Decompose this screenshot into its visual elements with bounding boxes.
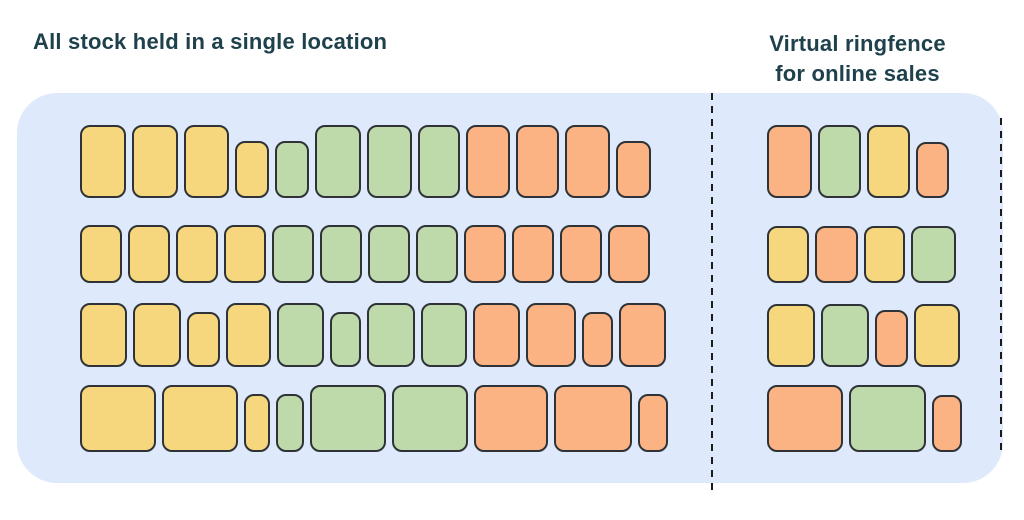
yellow-stock-block [162, 385, 238, 452]
green-stock-block [416, 225, 458, 283]
orange-stock-block [608, 225, 650, 283]
stock-row [80, 385, 712, 452]
green-stock-block [320, 225, 362, 283]
green-stock-block [277, 303, 324, 367]
yellow-stock-block [867, 125, 910, 198]
green-stock-block [315, 125, 361, 198]
green-stock-block [310, 385, 386, 452]
green-stock-block [849, 385, 926, 452]
orange-stock-block [916, 142, 949, 198]
stock-row [767, 225, 1003, 283]
yellow-stock-block [187, 312, 220, 367]
stock-container [17, 93, 1003, 483]
green-stock-block [330, 312, 361, 367]
orange-stock-block [815, 226, 858, 283]
yellow-stock-block [176, 225, 218, 283]
yellow-stock-block [128, 225, 170, 283]
yellow-stock-block [767, 226, 809, 283]
left-section-title: All stock held in a single location [33, 29, 388, 54]
orange-stock-block [473, 303, 520, 367]
stock-row [767, 303, 1003, 367]
green-stock-block [818, 125, 861, 198]
yellow-stock-block [864, 226, 905, 283]
right-section-title: Virtual ringfence for online sales [712, 29, 1003, 89]
green-stock-block [367, 303, 415, 367]
orange-stock-block [464, 225, 506, 283]
yellow-stock-block [80, 303, 127, 367]
green-stock-block [367, 125, 412, 198]
yellow-stock-block [80, 125, 126, 198]
orange-stock-block [516, 125, 559, 198]
orange-stock-block [554, 385, 632, 452]
stock-row [767, 125, 1003, 198]
yellow-stock-block [224, 225, 266, 283]
green-stock-block [368, 225, 410, 283]
orange-stock-block [466, 125, 510, 198]
orange-stock-block [767, 125, 812, 198]
section-main [17, 93, 712, 483]
yellow-stock-block [184, 125, 229, 198]
green-stock-block [821, 304, 869, 367]
right-section-title-line1: Virtual ringfence [769, 31, 946, 56]
green-stock-block [276, 394, 304, 452]
green-stock-block [275, 141, 309, 198]
green-stock-block [421, 303, 467, 367]
orange-stock-block [474, 385, 548, 452]
stock-row [767, 385, 1003, 452]
yellow-stock-block [914, 304, 960, 367]
orange-stock-block [526, 303, 576, 367]
green-stock-block [392, 385, 468, 452]
yellow-stock-block [235, 141, 269, 198]
orange-stock-block [767, 385, 843, 452]
yellow-stock-block [132, 125, 178, 198]
orange-stock-block [616, 141, 651, 198]
stock-row [80, 303, 712, 367]
orange-stock-block [582, 312, 613, 367]
yellow-stock-block [133, 303, 181, 367]
orange-stock-block [619, 303, 666, 367]
green-stock-block [911, 226, 956, 283]
orange-stock-block [565, 125, 610, 198]
yellow-stock-block [767, 304, 815, 367]
yellow-stock-block [244, 394, 270, 452]
yellow-stock-block [226, 303, 271, 367]
orange-stock-block [560, 225, 602, 283]
orange-stock-block [512, 225, 554, 283]
orange-stock-block [638, 394, 668, 452]
green-stock-block [418, 125, 460, 198]
right-section-title-line2: for online sales [775, 61, 940, 86]
stock-row [80, 125, 712, 198]
ringfence-dashed-divider [711, 93, 713, 492]
ringfence-dashed-right-edge [1000, 118, 1002, 455]
orange-stock-block [875, 310, 908, 367]
orange-stock-block [932, 395, 962, 452]
stock-row [80, 225, 712, 283]
yellow-stock-block [80, 225, 122, 283]
yellow-stock-block [80, 385, 156, 452]
green-stock-block [272, 225, 314, 283]
section-ringfence [712, 93, 1003, 483]
